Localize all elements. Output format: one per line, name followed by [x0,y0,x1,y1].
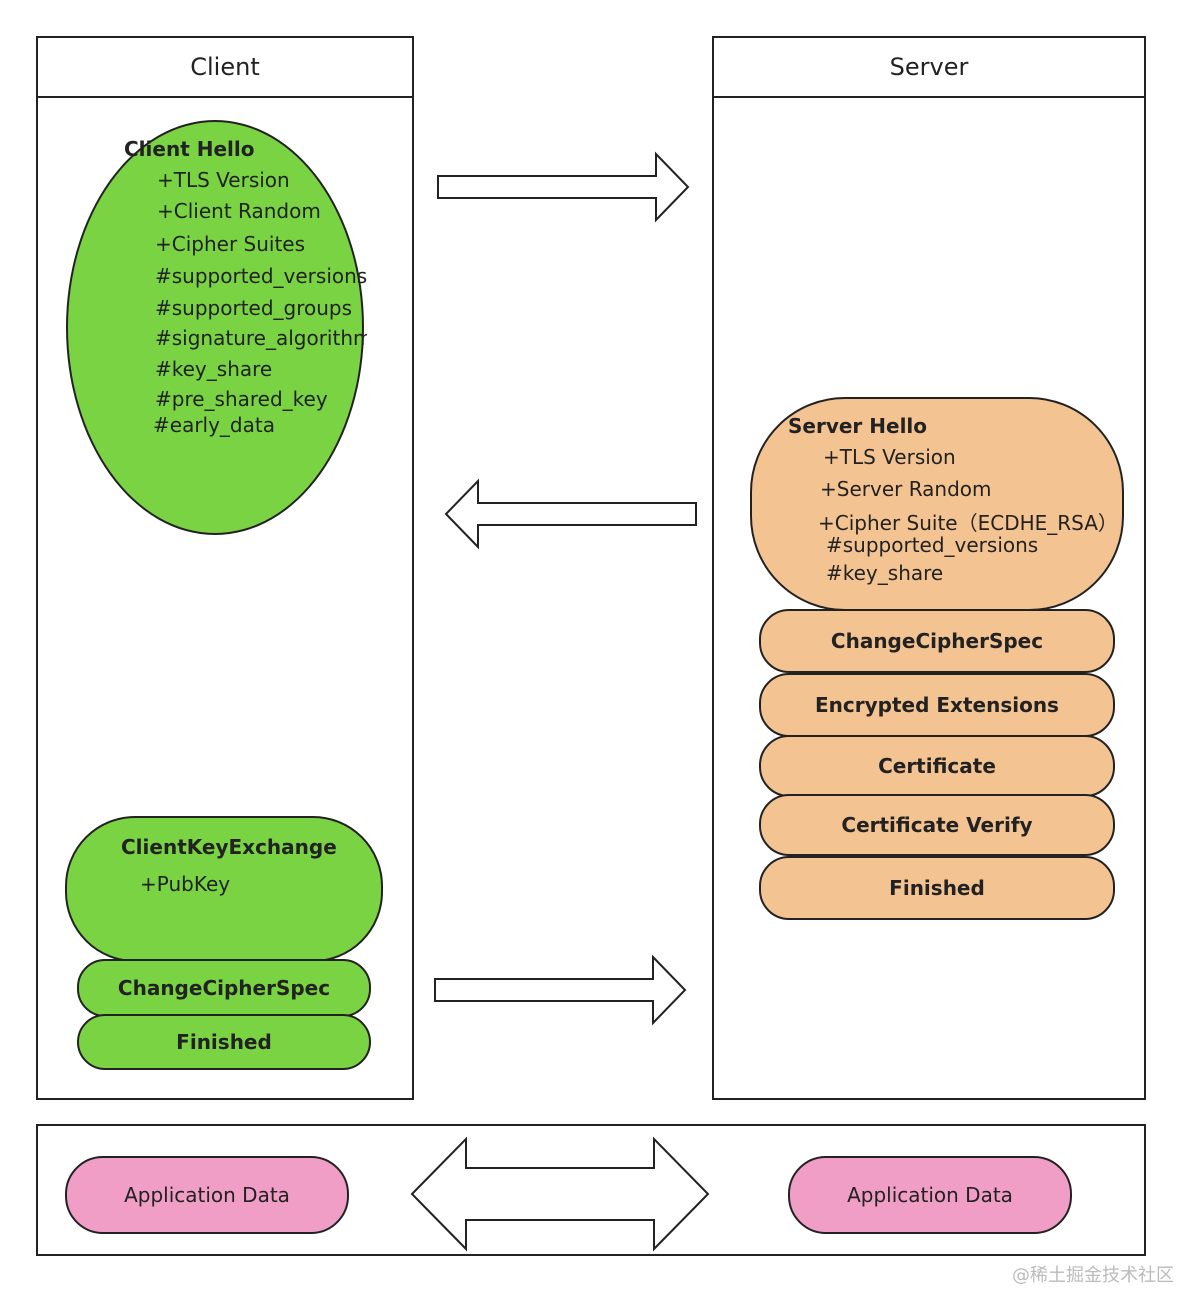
client-key-exchange-box [65,816,383,962]
client-hello-ellipse [66,120,364,535]
server-to-client-arrow-icon [444,478,697,550]
client-hello-field: +TLS Version [157,168,290,192]
server-hello-field: +TLS Version [823,445,956,469]
server-application-data: Application Data [788,1156,1072,1234]
server-hello-box [750,397,1124,611]
client-application-data: Application Data [65,1156,349,1234]
client-hello-field: +Client Random [157,199,321,223]
client-hello-field: #supported_groups [155,296,353,320]
server-finished: Finished [759,856,1115,920]
client-change-cipher-spec: ChangeCipherSpec [77,959,371,1017]
client-hello-field: #signature_algorithms [155,326,367,350]
server-certificate-verify: Certificate Verify [759,794,1115,856]
watermark: @稀土掘金技术社区 [1012,1265,1174,1286]
bidirectional-arrow-icon [410,1136,710,1252]
client-hello-field: +Cipher Suites [155,232,306,256]
client-hello-field: #early_data [153,413,275,437]
client-hello-field: #key_share [155,357,273,381]
server-hello-field: +Server Random [820,477,992,501]
server-hello-field: #supported_versions [826,533,1039,557]
client-hello-field: #pre_shared_key [155,387,328,411]
client-hello-field: #supported_versions [155,264,368,288]
client-lane-title: Client [38,38,412,98]
client-to-server-second-arrow-icon [434,954,687,1026]
server-hello-field: #key_share [826,561,944,585]
client-key-exchange-field: +PubKey [140,872,231,896]
client-hello-title: Client Hello [124,137,255,161]
server-change-cipher-spec: ChangeCipherSpec [759,609,1115,673]
client-key-exchange-title: ClientKeyExchange [121,835,337,859]
server-lane-title: Server [714,38,1144,98]
client-finished: Finished [77,1014,371,1070]
server-hello-title: Server Hello [788,414,928,438]
server-hello-field: +Cipher Suite（ECDHE_RSA） [818,511,1118,535]
client-to-server-arrow-icon [437,151,690,223]
